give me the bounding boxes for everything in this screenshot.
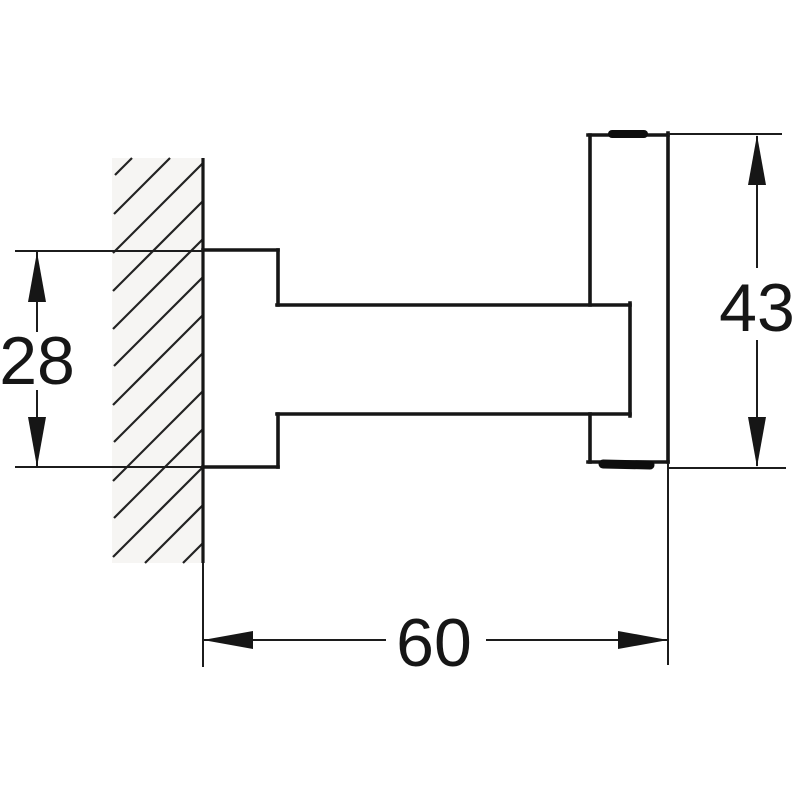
hatch-line bbox=[112, 200, 204, 292]
plate-bottom-shading bbox=[598, 459, 655, 470]
hatch-line bbox=[112, 238, 204, 330]
dimension-28: 28 bbox=[0, 250, 203, 468]
hatch-line bbox=[112, 466, 204, 558]
hatch-line bbox=[113, 428, 204, 519]
arrowhead-left bbox=[203, 631, 253, 649]
dimension-60: 60 bbox=[202, 463, 669, 681]
hatch-line bbox=[113, 157, 171, 215]
wall-section bbox=[112, 157, 205, 564]
arrowhead-down bbox=[28, 417, 46, 467]
wall-hatching bbox=[112, 157, 204, 564]
arrowhead-up bbox=[748, 135, 766, 185]
hatch-line bbox=[182, 542, 204, 564]
arm bbox=[275, 301, 632, 418]
arrowhead-right bbox=[618, 631, 668, 649]
hatch-line bbox=[113, 352, 204, 443]
mount-plate bbox=[201, 248, 280, 469]
dimension-43: 43 bbox=[668, 133, 795, 469]
hatch-line bbox=[144, 504, 204, 564]
hatch-line bbox=[113, 276, 204, 367]
hatch-line bbox=[114, 157, 133, 176]
dimension-60-label: 60 bbox=[396, 605, 472, 681]
dimension-43-label: 43 bbox=[719, 270, 795, 346]
hatch-line bbox=[112, 314, 204, 406]
hook-end-plate bbox=[586, 130, 670, 470]
hatch-line bbox=[112, 162, 204, 254]
arrowhead-down bbox=[748, 417, 766, 467]
hook-body bbox=[201, 130, 670, 470]
dimension-28-label: 28 bbox=[0, 323, 75, 399]
arrowhead-up bbox=[28, 252, 46, 302]
